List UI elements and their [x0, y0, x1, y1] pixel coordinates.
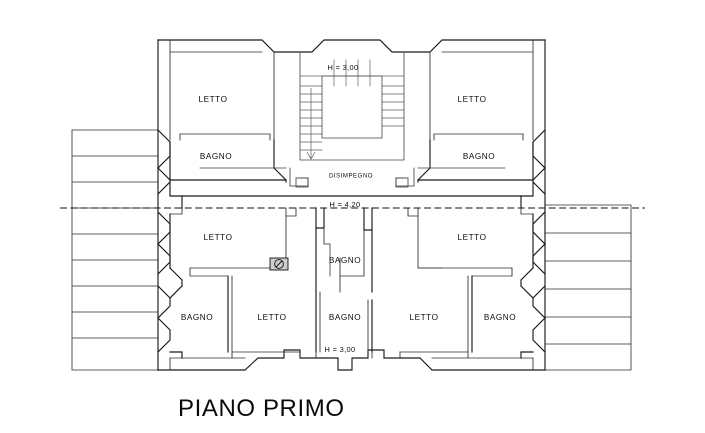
- exterior-wall-top: [157, 39, 546, 371]
- height-label-bottom: H = 3,00: [325, 345, 356, 354]
- room-label-letto-bottom-left: LETTO: [258, 313, 287, 322]
- room-label-letto-bottom-right: LETTO: [410, 313, 439, 322]
- room-label-bagno-center-upper: BAGNO: [329, 256, 361, 265]
- corridor-walls: [169, 181, 534, 209]
- corridor-stub-right: [395, 167, 415, 188]
- staircase: [299, 51, 405, 161]
- room-walls-bagno-top-right: [417, 139, 534, 183]
- room-walls-bagno-center-upper: [315, 207, 373, 293]
- annotation-labels: DISIMPEGNO H = 3,00 H = 4,20 H = 3,00: [325, 63, 373, 354]
- exterior-wall-right-openings: [532, 129, 546, 353]
- balcony-left: [71, 129, 159, 371]
- corridor-label-disimpegno: DISIMPEGNO: [329, 173, 373, 180]
- room-walls-letto-mid-right: [407, 207, 534, 287]
- page-title: PIANO PRIMO: [178, 395, 345, 422]
- room-walls-letto-mid-left: [169, 207, 297, 287]
- room-label-bagno-top-right: BAGNO: [463, 152, 495, 161]
- height-label-middle: H = 4,20: [330, 200, 361, 209]
- exterior-wall-left-openings: [157, 129, 171, 353]
- room-walls-bagno-bottom-right: [467, 275, 534, 359]
- balcony-right: [544, 204, 632, 371]
- room-walls-letto-top-right: [429, 51, 534, 141]
- room-label-letto-top-right: LETTO: [458, 95, 487, 104]
- room-labels: LETTO LETTO BAGNO BAGNO LETTO LETTO BAGN…: [181, 95, 516, 322]
- room-label-bagno-bottom-right: BAGNO: [484, 313, 516, 322]
- room-walls-bagno-center-lower: [315, 291, 373, 359]
- room-walls-letto-bottom-right: [399, 351, 469, 359]
- room-walls-bagno-top-left: [169, 139, 287, 183]
- room-walls-letto-bottom-left: [231, 351, 301, 359]
- room-label-bagno-center-lower: BAGNO: [329, 313, 361, 322]
- room-label-letto-top-left: LETTO: [199, 95, 228, 104]
- room-label-letto-mid-right: LETTO: [458, 233, 487, 242]
- room-label-bagno-top-left: BAGNO: [200, 152, 232, 161]
- room-label-letto-mid-left: LETTO: [204, 233, 233, 242]
- height-label-top: H = 3,00: [328, 63, 359, 72]
- room-walls-bagno-bottom-left: [169, 275, 233, 359]
- window-niches-top: [169, 39, 534, 53]
- room-walls-letto-top-left: [169, 51, 275, 141]
- room-label-bagno-bottom-left: BAGNO: [181, 313, 213, 322]
- corridor-stub-left: [289, 167, 309, 188]
